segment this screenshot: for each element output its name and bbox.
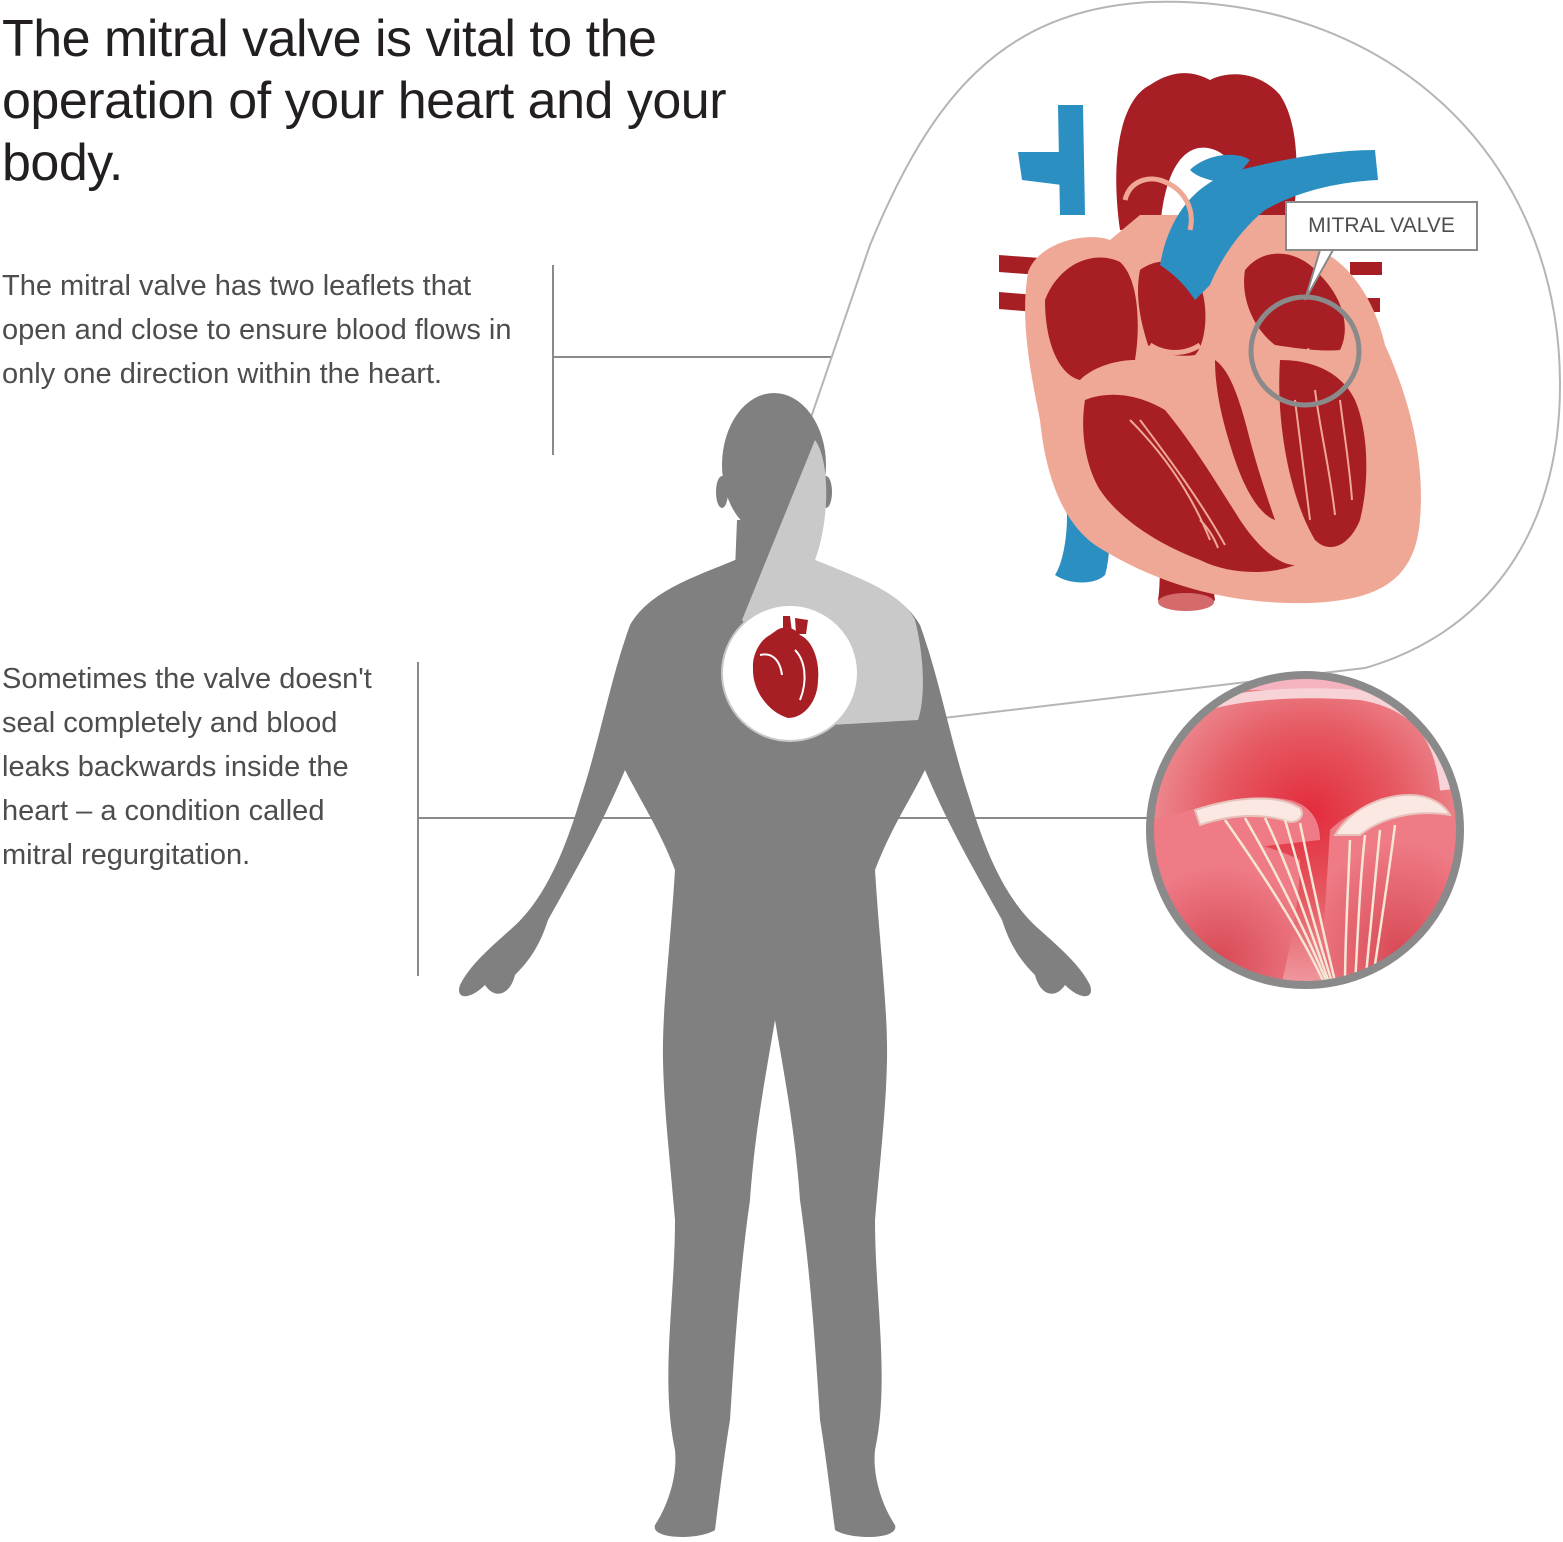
pulmonary-artery (1160, 150, 1378, 300)
right-atrium (1045, 257, 1138, 380)
description-regurgitation: Sometimes the valve doesn't seal complet… (2, 663, 372, 871)
closeup-ring (1146, 671, 1464, 989)
superior-vena-cava (1058, 105, 1085, 215)
right-ventricle (1083, 394, 1295, 572)
description-leaflets: The mitral valve has two leaflets that o… (2, 270, 512, 390)
mitral-valve-label: MITRAL VALVE (1285, 201, 1478, 251)
left-atrium (1244, 253, 1345, 351)
heart-cross-section (999, 73, 1421, 611)
heart-thumbnail (721, 604, 859, 742)
regurgitation-closeup (1146, 671, 1464, 989)
body (459, 560, 1091, 1537)
page-title: The mitral valve is vital to the operati… (2, 10, 727, 192)
